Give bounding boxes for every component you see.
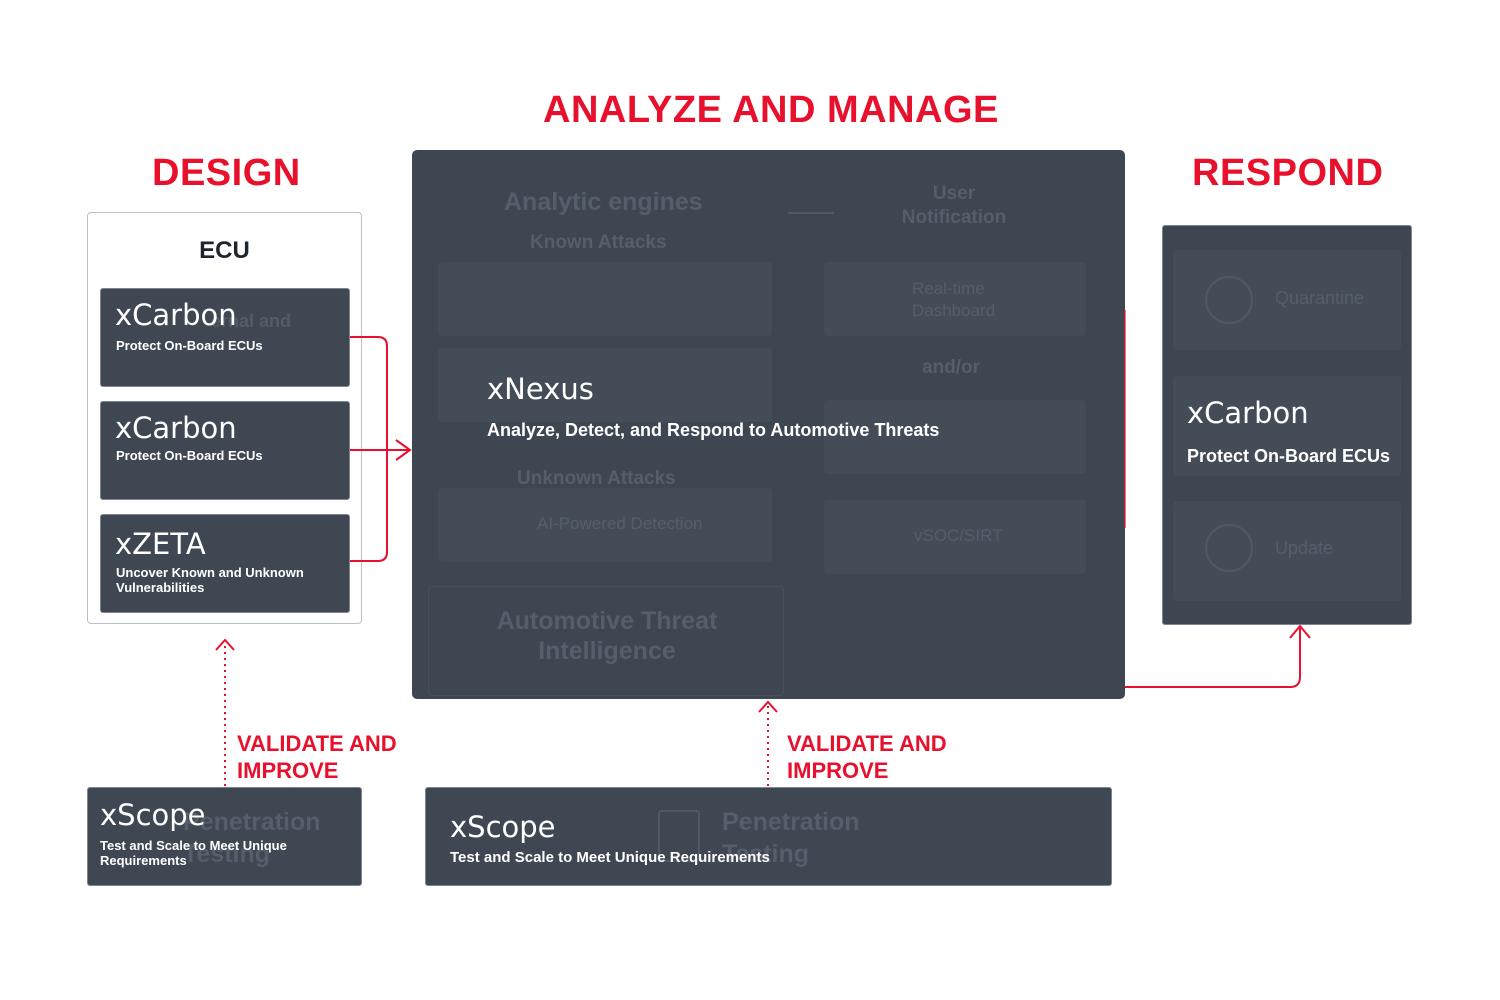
- ghost-refresh-icon: [1205, 524, 1253, 572]
- ghost-update: Update: [1275, 538, 1334, 558]
- card-subtitle: Protect On-Board ECUs: [1187, 446, 1391, 466]
- label-line: IMPROVE: [237, 758, 339, 783]
- ghost-arrow: [788, 212, 834, 214]
- ghost-doc-icon: [658, 810, 700, 862]
- ghost-box: [824, 500, 1086, 574]
- ghost-realtime-dashboard: Real-time Dashboard: [912, 279, 996, 320]
- ghost-text: ernal and: [211, 311, 292, 331]
- card-title: xCarbon: [115, 298, 237, 332]
- ghost-threat-intel: Automotive Threat Intelligence: [496, 607, 718, 665]
- ghost-box: [438, 488, 772, 562]
- ghost-analytic-engines: Analytic engines: [504, 188, 703, 216]
- card-title: xCarbon: [115, 411, 237, 445]
- ghost-threat-box: [428, 586, 784, 696]
- analyze-manage-heading: ANALYZE AND MANAGE: [543, 89, 999, 131]
- validate-label-left: VALIDATE AND IMPROVE: [237, 730, 397, 784]
- arrow-head: [1289, 624, 1311, 639]
- card-title: xZETA: [115, 527, 206, 561]
- card-subtitle: Test and Scale to Meet Unique Requiremen…: [100, 838, 287, 868]
- ghost-box: [438, 262, 772, 336]
- ecu-title: ECU: [199, 237, 250, 264]
- ghost-known-attacks: Known Attacks: [530, 232, 667, 253]
- ghost-vsoc: vSOC/SIRT: [914, 526, 1003, 545]
- xzeta-card[interactable]: xZETA Uncover Known and Unknown Vulnerab…: [100, 514, 350, 613]
- arrow-head: [215, 638, 235, 651]
- ghost-quarantine: Quarantine: [1275, 288, 1365, 308]
- arrow-head: [395, 439, 412, 461]
- ghost-block-icon: [1205, 276, 1253, 324]
- ghost-box: [1173, 376, 1401, 476]
- arrow-head: [758, 700, 778, 713]
- ghost-box: [824, 262, 1086, 336]
- card-subtitle: Uncover Known and Unknown Vulnerabilitie…: [116, 565, 304, 595]
- card-subtitle: Protect On-Board ECUs: [116, 448, 263, 463]
- xcarbon-card-2[interactable]: xCarbon Protect On-Board ECUs: [100, 401, 350, 500]
- ghost-unknown-attacks: Unknown Attacks: [517, 468, 676, 489]
- label-line: VALIDATE AND: [787, 731, 947, 756]
- card-title: xCarbon: [1187, 396, 1309, 430]
- card-subtitle: Test and Scale to Meet Unique Requiremen…: [450, 849, 770, 866]
- card-subtitle: Protect On-Board ECUs: [116, 338, 263, 353]
- xnexus-title: xNexus: [487, 372, 594, 406]
- ghost-and-or: and/or: [922, 357, 981, 378]
- ghost-box: [438, 348, 772, 422]
- design-heading: DESIGN: [152, 152, 301, 194]
- label-line: IMPROVE: [787, 758, 889, 783]
- xscope-card-small[interactable]: Penetration Testing xScope Test and Scal…: [87, 787, 362, 886]
- card-title: xScope: [100, 798, 206, 832]
- label-line: VALIDATE AND: [237, 731, 397, 756]
- ghost-user-notification: User Notification: [901, 183, 1007, 228]
- ghost-box: [824, 400, 1086, 474]
- xnexus-to-respond-connector: [1125, 628, 1301, 688]
- ecu-container: ECU ernal and xCarbon Protect On-Board E…: [87, 212, 362, 624]
- validate-label-right: VALIDATE AND IMPROVE: [787, 730, 947, 784]
- card-title: xScope: [450, 810, 556, 844]
- ghost-ai-detection: AI-Powered Detection: [537, 514, 703, 533]
- xnexus-subtitle: Analyze, Detect, and Respond to Automoti…: [487, 420, 940, 440]
- respond-xcarbon-card[interactable]: Quarantine Update xCarbon Protect On-Boa…: [1162, 225, 1412, 625]
- respond-heading: RESPOND: [1192, 152, 1384, 194]
- xnexus-panel[interactable]: Analytic engines Known Attacks User Noti…: [412, 150, 1125, 699]
- xcarbon-card-1[interactable]: ernal and xCarbon Protect On-Board ECUs: [100, 288, 350, 387]
- ghost-text: Penetration Testing: [722, 808, 860, 868]
- xscope-card-wide[interactable]: Penetration Testing xScope Test and Scal…: [425, 787, 1112, 886]
- ghost-text: Penetration Testing: [183, 808, 321, 868]
